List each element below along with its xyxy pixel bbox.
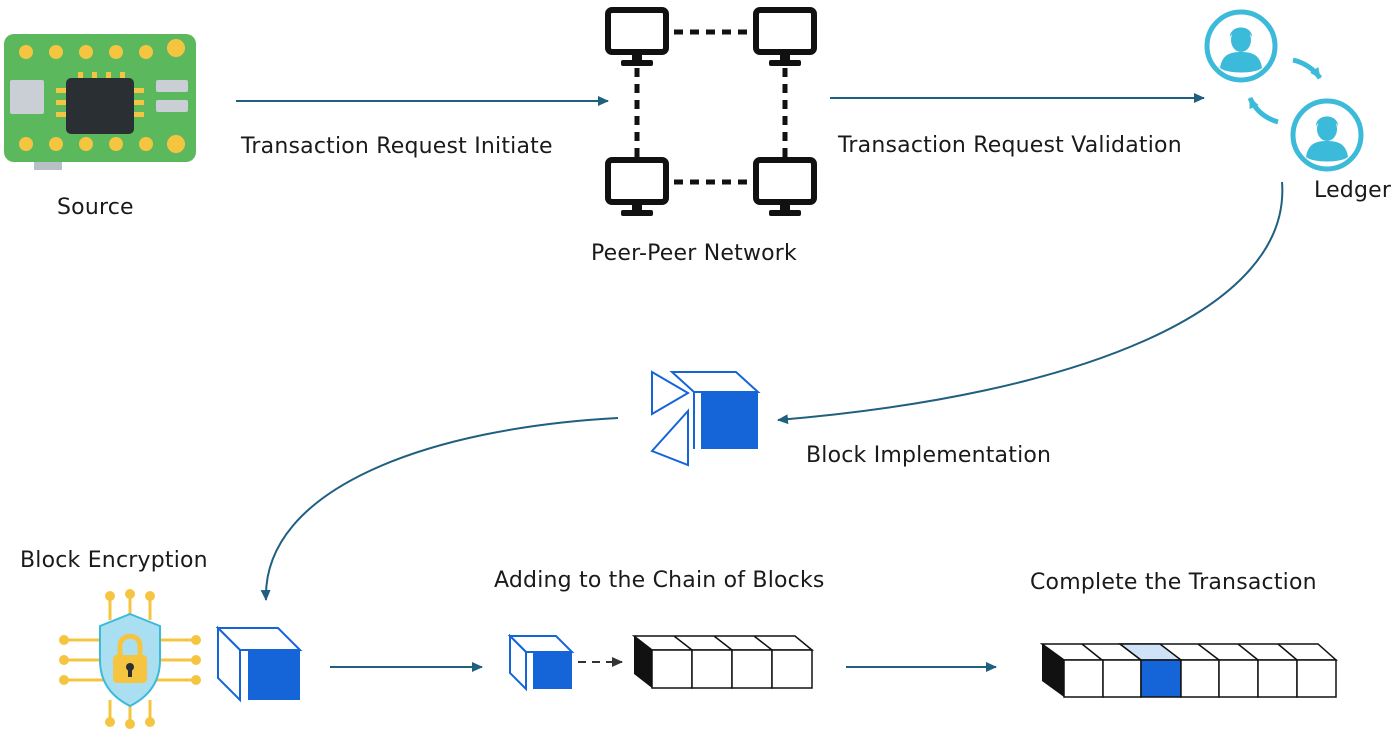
ledger-label: Ledger	[1314, 178, 1392, 203]
arrow-implementation-to-encryption	[260, 417, 619, 601]
source-label: Source	[57, 195, 134, 220]
implementation-label: Block Implementation	[806, 443, 1052, 468]
shield-lock-icon	[59, 589, 201, 729]
circuit-board-icon	[4, 34, 196, 170]
encrypted-block-cube	[215, 625, 303, 703]
computer-network-icon	[608, 10, 814, 216]
block-build-icon	[650, 370, 761, 467]
arrow-ledger-to-implementation	[777, 181, 1284, 425]
completed-chain-of-blocks	[1039, 643, 1338, 698]
complete-label: Complete the Transaction	[1030, 570, 1317, 595]
adding-label: Adding to the Chain of Blocks	[494, 568, 825, 593]
user-exchange-icon	[1207, 12, 1361, 169]
encryption-label: Block Encryption	[20, 548, 208, 573]
validation-label: Transaction Request Validation	[838, 133, 1182, 158]
new-block-cube	[507, 633, 575, 692]
network-label: Peer-Peer Network	[591, 241, 797, 266]
chain-of-blocks	[631, 635, 815, 689]
initiate-label: Transaction Request Initiate	[241, 134, 553, 159]
